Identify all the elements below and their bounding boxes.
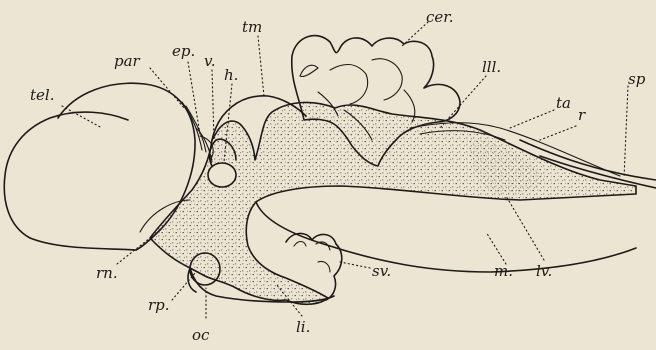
label-rp: rp. bbox=[148, 296, 170, 314]
medulla-contour bbox=[256, 202, 636, 272]
label-ta: ta bbox=[556, 94, 571, 112]
stippled-tissue bbox=[150, 102, 636, 304]
label-tm: tm bbox=[242, 18, 262, 36]
label-lv: lv. bbox=[536, 262, 552, 280]
label-sp: sp bbox=[628, 70, 646, 88]
label-tel: tel. bbox=[30, 86, 54, 104]
label-rn: rn. bbox=[96, 264, 118, 282]
label-r: r bbox=[578, 106, 586, 124]
label-v: v. bbox=[204, 52, 215, 70]
label-oc: oc bbox=[192, 326, 210, 344]
label-lll: lll. bbox=[482, 58, 501, 76]
brainstem-section bbox=[150, 102, 636, 304]
label-sv: sv. bbox=[372, 262, 391, 280]
label-h: h. bbox=[224, 66, 238, 84]
label-par: par bbox=[114, 52, 141, 70]
label-li: li. bbox=[296, 318, 310, 336]
label-m: m. bbox=[494, 262, 513, 280]
habenula-region bbox=[208, 163, 236, 187]
label-cer: cer. bbox=[426, 8, 454, 26]
label-ep: ep. bbox=[172, 42, 195, 60]
